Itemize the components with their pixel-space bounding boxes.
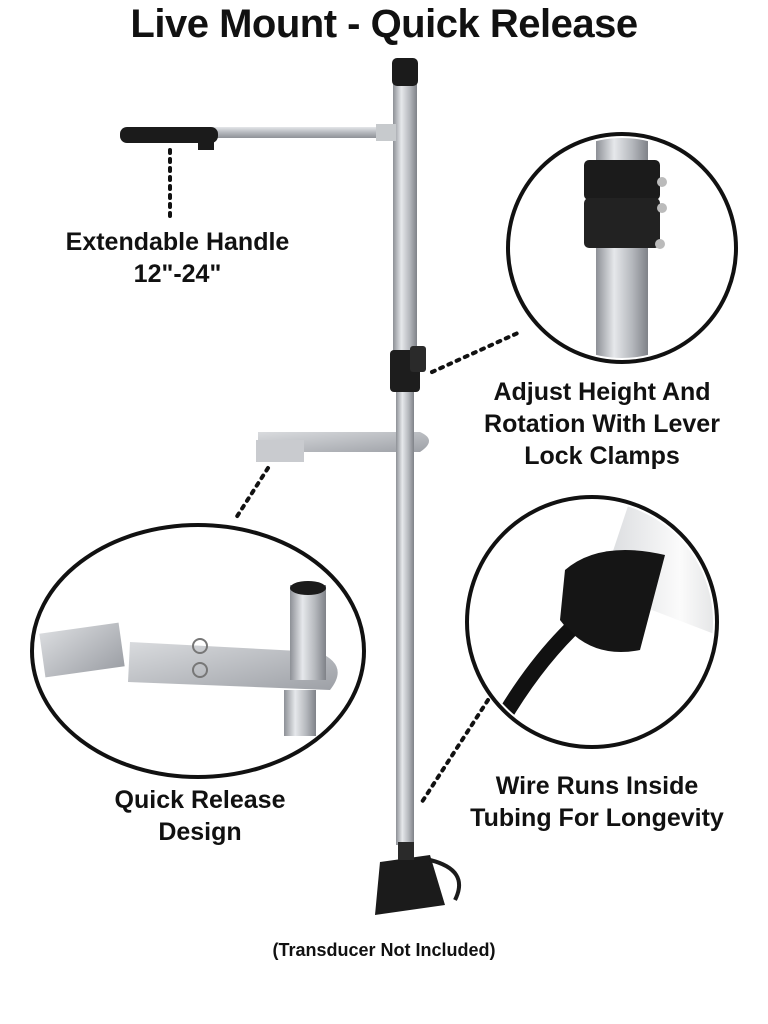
handle-callout-line1: Extendable Handle bbox=[65, 228, 290, 256]
lever-lock-clamp bbox=[390, 346, 426, 392]
wire-callout-line1: Wire Runs Inside bbox=[495, 772, 699, 800]
clamps-callout-line1: Adjust Height And bbox=[493, 378, 711, 406]
handle-callout-line2: 12"-24" bbox=[133, 260, 222, 288]
wire-callout-line2: Tubing For Longevity bbox=[470, 804, 724, 832]
handle-callout: Extendable Handle 12"-24" bbox=[40, 226, 315, 290]
clamps-callout-line3: Lock Clamps bbox=[524, 442, 680, 470]
wire-closeup-circle bbox=[465, 495, 719, 749]
clamps-callout-line2: Rotation With Lever bbox=[484, 410, 720, 438]
release-callout: Quick Release Design bbox=[70, 784, 330, 848]
release-callout-line2: Design bbox=[158, 818, 242, 846]
handle-grip bbox=[120, 127, 218, 143]
page-title: Live Mount - Quick Release bbox=[130, 2, 638, 46]
transducer bbox=[375, 842, 461, 915]
clamp-closeup-circle bbox=[506, 132, 738, 364]
main-pole bbox=[392, 58, 418, 845]
release-closeup-circle bbox=[30, 523, 366, 779]
footnote: (Transducer Not Included) bbox=[272, 940, 496, 960]
handle-arm bbox=[120, 124, 396, 150]
clamps-callout: Adjust Height And Rotation With Lever Lo… bbox=[452, 376, 752, 472]
release-callout-line1: Quick Release bbox=[114, 786, 286, 814]
wire-callout: Wire Runs Inside Tubing For Longevity bbox=[452, 770, 742, 834]
leader-lines bbox=[168, 148, 522, 807]
pole-cap bbox=[392, 58, 418, 86]
release-plate bbox=[256, 428, 429, 462]
